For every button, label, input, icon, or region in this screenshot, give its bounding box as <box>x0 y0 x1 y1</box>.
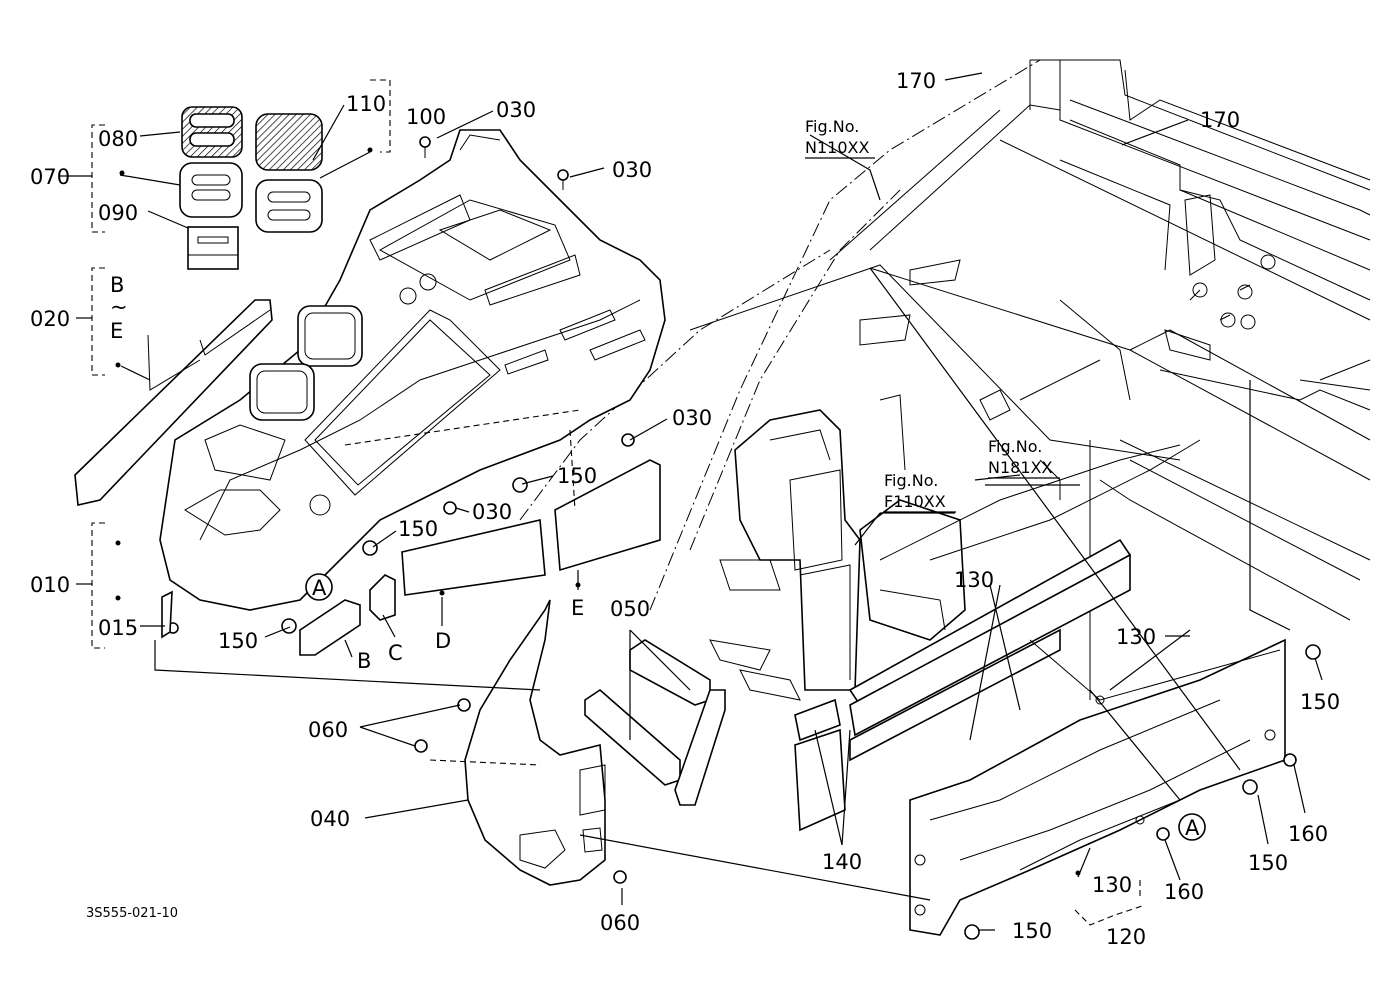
figure-references: Fig.No. N110XX Fig.No. N181XX Fig.No. F1… <box>805 117 1060 513</box>
label-060-bottom: 060 <box>600 911 640 935</box>
label-160-right: 160 <box>1288 822 1328 846</box>
label-150-d: 150 <box>1300 690 1340 714</box>
ref-n181-line2: N181XX <box>988 458 1052 477</box>
ref-f110-line1: Fig.No. <box>884 471 938 490</box>
label-150-a: 150 <box>557 464 597 488</box>
label-030-top: 030 <box>496 98 536 122</box>
label-140: 140 <box>822 850 862 874</box>
label-ref-a-left: A <box>312 576 327 600</box>
label-130-top: 130 <box>954 568 994 592</box>
label-090: 090 <box>98 201 138 225</box>
label-110: 110 <box>346 92 386 116</box>
plates-070-110 <box>179 106 363 421</box>
drawing-code: 3S555-021-10 <box>86 906 178 921</box>
ref-circle-a-right <box>1178 813 1206 841</box>
frame-members <box>689 264 1201 700</box>
label-d-part: D <box>435 629 451 653</box>
label-e-range: E <box>110 319 123 343</box>
label-160-lower: 160 <box>1164 880 1204 904</box>
ref-circle-a-left <box>305 573 333 601</box>
label-030-lower: 030 <box>472 500 512 524</box>
cab-frame-structure <box>829 59 1371 621</box>
ref-n110-line1: Fig.No. <box>805 117 859 136</box>
label-010: 010 <box>30 573 70 597</box>
label-130-right: 130 <box>1116 625 1156 649</box>
label-020: 020 <box>30 307 70 331</box>
blocks-050 <box>584 639 726 806</box>
rear-strips-140 <box>794 538 1132 832</box>
label-100: 100 <box>406 105 446 129</box>
side-panel-120 <box>909 638 1286 936</box>
label-150-f: 150 <box>1012 919 1052 943</box>
part-labels: 170 170 110 100 030 030 030 030 080 070 … <box>30 69 1340 949</box>
label-080: 080 <box>98 127 138 151</box>
leader-lines <box>60 72 1323 931</box>
marker-dots <box>115 147 1081 876</box>
label-060-left: 060 <box>308 718 348 742</box>
label-050: 050 <box>610 597 650 621</box>
center-brackets <box>709 259 1061 701</box>
ref-n181-line1: Fig.No. <box>988 437 1042 456</box>
label-e-part: E <box>571 596 584 620</box>
label-030-upper-right: 030 <box>612 158 652 182</box>
label-130-bottom: 130 <box>1092 873 1132 897</box>
label-015: 015 <box>98 616 138 640</box>
ref-n110-line2: N110XX <box>805 138 869 157</box>
group-brackets <box>91 79 1146 926</box>
label-b-range: B <box>110 273 124 297</box>
cover-040 <box>464 599 606 886</box>
label-b-part: B <box>357 649 371 673</box>
pads-b-e <box>299 459 661 656</box>
label-170-right: 170 <box>1200 108 1240 132</box>
strip-020 <box>74 299 273 506</box>
label-030-mid: 030 <box>672 406 712 430</box>
label-150-e: 150 <box>1248 851 1288 875</box>
label-c-part: C <box>388 641 403 665</box>
label-range-tilde: ~ <box>110 295 128 319</box>
label-ref-a-right: A <box>1185 816 1200 840</box>
ref-f110-line2: F110XX <box>884 492 946 511</box>
label-040: 040 <box>310 807 350 831</box>
label-150-c: 150 <box>218 629 258 653</box>
label-170-top: 170 <box>896 69 936 93</box>
label-120: 120 <box>1106 925 1146 949</box>
label-150-b: 150 <box>398 517 438 541</box>
label-070: 070 <box>30 165 70 189</box>
